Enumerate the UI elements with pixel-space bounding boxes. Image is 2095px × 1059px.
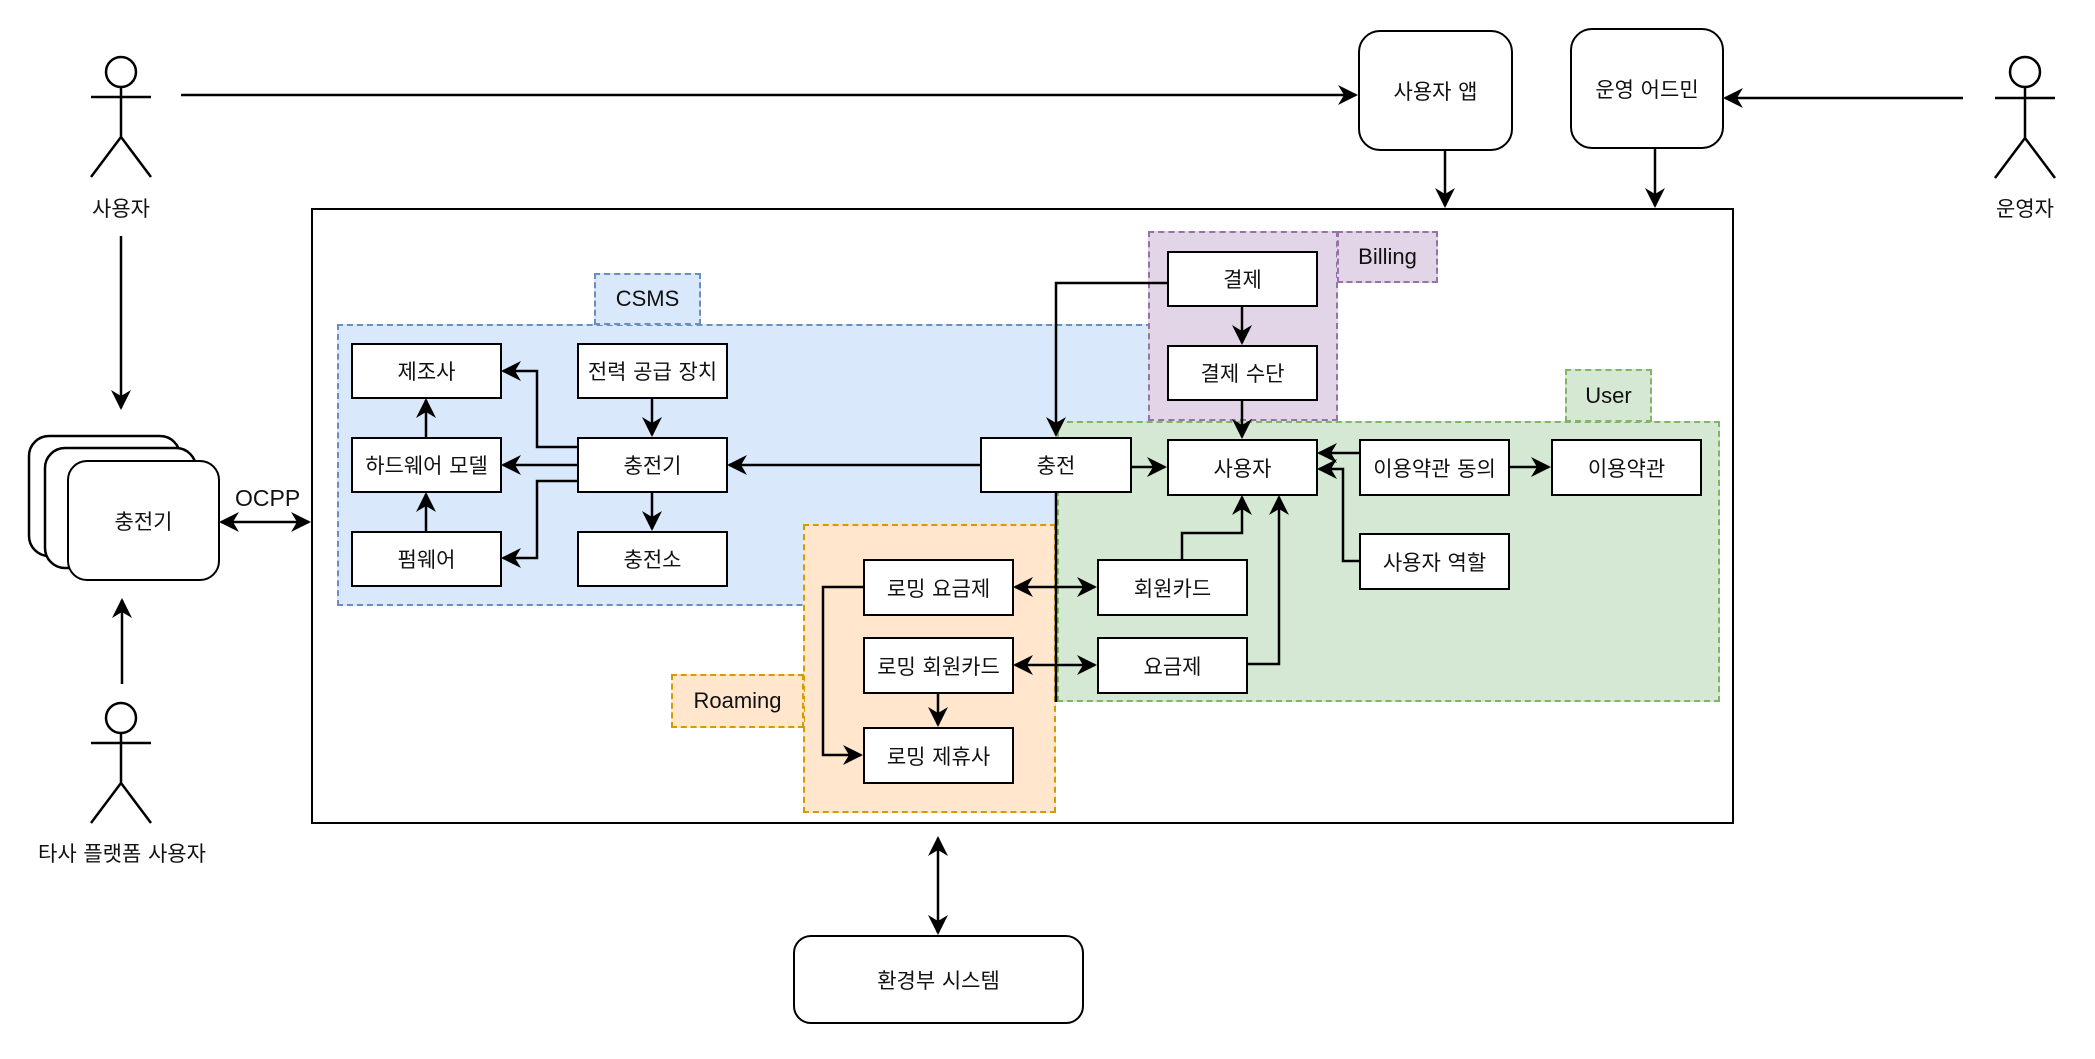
- firmware-node[interactable]: 펌웨어: [351, 531, 502, 587]
- user-group-label: User: [1565, 369, 1652, 422]
- power-supply-node[interactable]: 전력 공급 장치: [577, 343, 728, 399]
- edge-rateplan-to-user: [1247, 495, 1289, 666]
- ops-admin-node[interactable]: 운영 어드민: [1570, 28, 1724, 149]
- manufacturer-node[interactable]: 제조사: [351, 343, 502, 399]
- rate-plan-node[interactable]: 요금제: [1097, 637, 1248, 694]
- charger-stack-node[interactable]: 충전기: [67, 460, 220, 581]
- member-card-node[interactable]: 회원카드: [1097, 559, 1248, 616]
- terms-agreement-node[interactable]: 이용약관 동의: [1359, 439, 1510, 496]
- roaming-group-label: Roaming: [671, 674, 804, 728]
- terms-node[interactable]: 이용약관: [1551, 439, 1702, 496]
- roaming-rate-plan-node[interactable]: 로밍 요금제: [863, 559, 1014, 616]
- third-party-user-label: 타사 플랫폼 사용자: [38, 842, 206, 866]
- edge-role-to-user: [1317, 459, 1359, 563]
- roaming-member-card-node[interactable]: 로밍 회원카드: [863, 637, 1014, 694]
- third-party-user-actor-icon: [90, 701, 152, 824]
- user-actor-icon: [90, 55, 152, 178]
- edge-charger-to-firmware: [501, 479, 577, 568]
- charger-node[interactable]: 충전기: [577, 437, 728, 493]
- operator-actor-icon: [1994, 55, 2056, 179]
- csms-group-label: CSMS: [594, 273, 701, 325]
- roaming-partner-node[interactable]: 로밍 제휴사: [863, 727, 1014, 784]
- user-app-node[interactable]: 사용자 앱: [1358, 30, 1513, 151]
- edge-roaming-rate-to-partner: [821, 585, 863, 765]
- user-actor-label: 사용자: [92, 197, 150, 221]
- edge-charger-to-manufacturer: [501, 361, 577, 449]
- edge-membercard-to-user: [1180, 495, 1252, 559]
- payment-node[interactable]: 결제: [1167, 251, 1318, 307]
- hardware-model-node[interactable]: 하드웨어 모델: [351, 437, 502, 493]
- billing-group-label: Billing: [1337, 231, 1438, 283]
- station-node[interactable]: 충전소: [577, 531, 728, 587]
- env-ministry-system-node[interactable]: 환경부 시스템: [793, 935, 1084, 1024]
- user-role-node[interactable]: 사용자 역할: [1359, 533, 1510, 590]
- edge-payment-to-charging: [1046, 281, 1167, 437]
- operator-actor-label: 운영자: [1996, 197, 2054, 221]
- charging-node[interactable]: 충전: [980, 437, 1132, 493]
- payment-method-node[interactable]: 결제 수단: [1167, 345, 1318, 401]
- ocpp-label: OCPP: [235, 485, 301, 511]
- user-node[interactable]: 사용자: [1167, 439, 1318, 496]
